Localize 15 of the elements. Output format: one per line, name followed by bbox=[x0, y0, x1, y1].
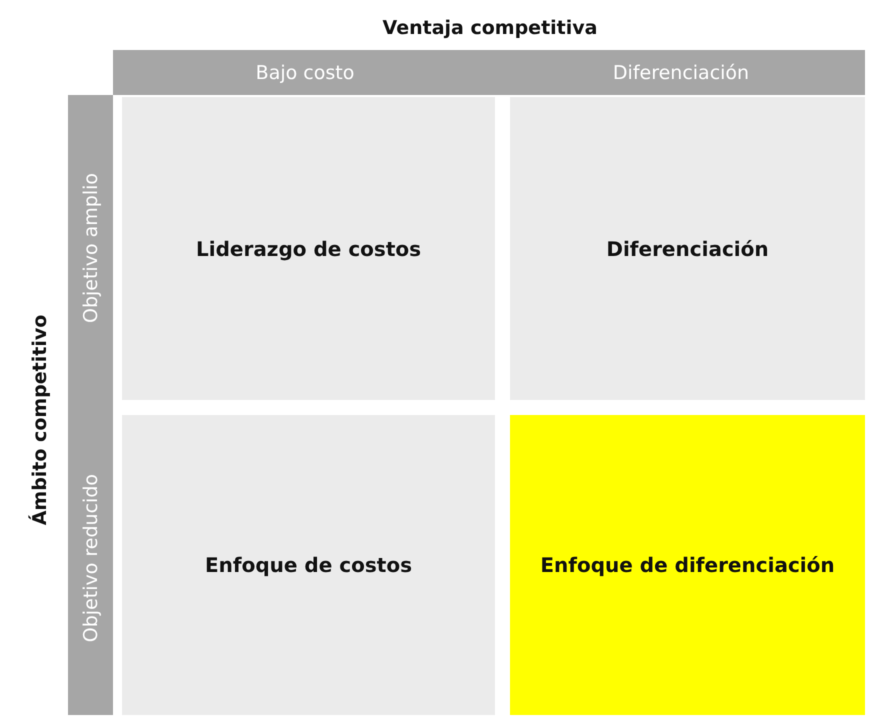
quadrant-title: Liderazgo de costos bbox=[196, 236, 422, 262]
column-header bbox=[497, 50, 865, 95]
axis-title: Ventaja competitiva bbox=[382, 17, 598, 39]
header-text: Objetivo amplio bbox=[80, 173, 102, 324]
row-header bbox=[68, 402, 113, 715]
header-text: Objetivo reducido bbox=[80, 474, 102, 643]
header-text: Diferenciación bbox=[612, 62, 750, 84]
axis-title: Ámbito competitivo bbox=[29, 314, 51, 526]
row-header bbox=[68, 95, 113, 402]
quadrant-box bbox=[510, 415, 865, 715]
quadrant-title: Enfoque de diferenciación bbox=[540, 552, 835, 579]
column-header bbox=[113, 50, 497, 95]
header-text: Bajo costo bbox=[256, 62, 354, 84]
quadrant-title: Diferenciación bbox=[606, 236, 769, 262]
quadrant-title: Enfoque de costos bbox=[205, 552, 412, 579]
